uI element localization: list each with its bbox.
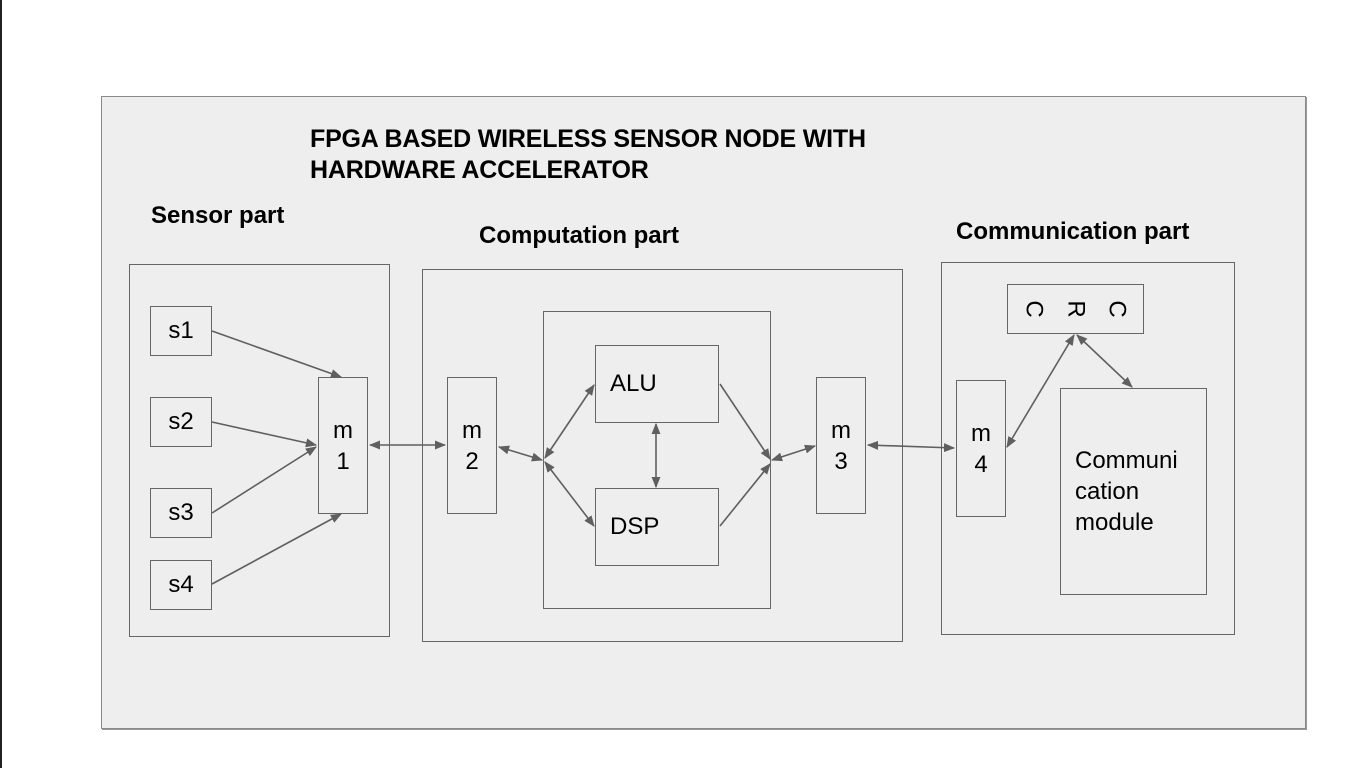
window-left-edge [0, 0, 2, 768]
sensor-s1: s1 [150, 306, 212, 356]
mux-m2-line1: m [462, 416, 482, 444]
comm-module-line1: Communi [1075, 447, 1178, 474]
dsp-label: DSP [610, 513, 660, 540]
mux-m3-line1: m [831, 416, 851, 444]
mux-m1-line2: 1 [336, 447, 350, 475]
crc-block: C R C [1007, 284, 1144, 334]
title-line-1: FPGA BASED WIRELESS SENSOR NODE WITH [310, 125, 866, 153]
dsp-block: DSP [595, 488, 719, 566]
mux-m4-line1: m [971, 419, 991, 447]
diagram-title: FPGA BASED WIRELESS SENSOR NODE WITH HAR… [310, 124, 866, 186]
sensor-s4-label: s4 [168, 571, 194, 598]
sensor-part-box [129, 264, 390, 637]
comm-module-line2: cation [1075, 478, 1140, 505]
crc-letter-3: C [1103, 300, 1131, 318]
communication-part-label: Communication part [956, 218, 1190, 245]
crc-letter-2: R [1062, 300, 1090, 318]
alu-label: ALU [610, 370, 657, 397]
mux-m1-line1: m [333, 416, 353, 444]
mux-m2-line2: 2 [465, 447, 479, 475]
computation-part-box [422, 269, 903, 642]
mux-m3-line2: 3 [834, 447, 848, 475]
mux-m4-line2: 4 [974, 450, 988, 478]
crc-letter-1: C [1021, 300, 1049, 318]
sensor-s3-label: s3 [168, 499, 194, 526]
sensor-s2-label: s2 [168, 408, 194, 435]
communication-module-block: Communi cation module [1060, 388, 1207, 595]
crc-label: C R C [1008, 295, 1143, 323]
sensor-s1-label: s1 [168, 317, 194, 344]
sensor-part-label: Sensor part [151, 202, 285, 229]
sensor-s2: s2 [150, 397, 212, 447]
comm-module-line3: module [1075, 509, 1154, 536]
title-line-2: HARDWARE ACCELERATOR [310, 156, 649, 184]
alu-block: ALU [595, 345, 719, 423]
computation-part-label: Computation part [479, 222, 679, 249]
sensor-s3: s3 [150, 488, 212, 538]
accelerator-box [543, 311, 771, 609]
sensor-s4: s4 [150, 560, 212, 610]
